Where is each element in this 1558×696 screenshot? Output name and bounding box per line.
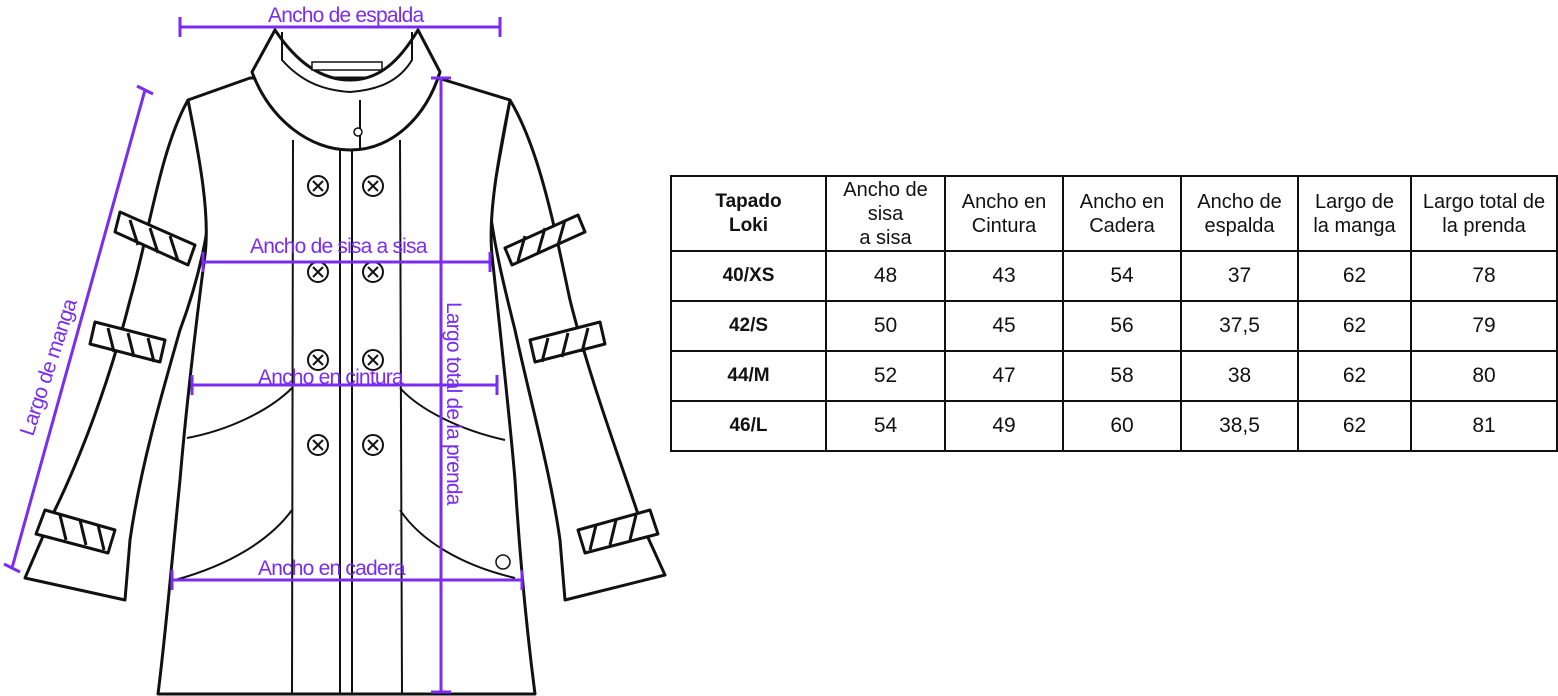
table-cell: 52	[825, 350, 946, 402]
coat-technical-sketch: Ancho de espalda Ancho de sisa a sisa An…	[3, 4, 667, 696]
table-cell: 43	[944, 250, 1064, 302]
brand-label	[311, 61, 383, 71]
label-largo-manga: Largo de manga	[16, 296, 82, 439]
table-cell: 78	[1410, 250, 1558, 302]
label-ancho-sisa: Ancho de sisa a sisa	[250, 235, 428, 258]
table-cell: 81	[1410, 400, 1558, 452]
table-cell: 37	[1180, 250, 1299, 302]
table-cell: 60	[1062, 400, 1182, 452]
label-ancho-espalda: Ancho de espalda	[268, 4, 424, 27]
table-cell: 38,5	[1180, 400, 1299, 452]
size-cell: 46/L	[670, 400, 827, 452]
table-cell: 79	[1410, 300, 1558, 352]
table-cell: 49	[944, 400, 1064, 452]
label-ancho-cintura: Ancho en cintura	[258, 366, 404, 389]
label-ancho-cadera: Ancho en cadera	[258, 557, 406, 580]
table-cell: 62	[1297, 250, 1412, 302]
table-cell: 38	[1180, 350, 1299, 402]
table-cell: 54	[825, 400, 946, 452]
table-row: 42/S 50 45 56 37,5 62 79	[670, 300, 1558, 352]
table-cell: 48	[825, 250, 946, 302]
table-cell: 47	[944, 350, 1064, 402]
left-sleeve-ruffles	[34, 210, 197, 555]
table-row: 46/L 54 49 60 38,5 62 81	[670, 400, 1558, 452]
size-cell: 40/XS	[670, 250, 827, 302]
label-largo-total: Largo total de la prenda	[442, 302, 465, 506]
table-cell: 62	[1297, 300, 1412, 352]
left-pocket	[174, 387, 293, 581]
table-cell: 54	[1062, 250, 1182, 302]
table-row: 40/XS 48 43 54 37 62 78	[670, 250, 1558, 302]
table-cell: 58	[1062, 350, 1182, 402]
table-cell: 56	[1062, 300, 1182, 352]
table-cell: 62	[1297, 350, 1412, 402]
size-cell: 44/M	[670, 350, 827, 402]
right-sleeve-ruffles	[503, 213, 660, 555]
collar-inner	[281, 32, 413, 94]
size-cell: 42/S	[670, 300, 827, 352]
table-cell: 62	[1297, 400, 1412, 452]
collar-button	[353, 127, 363, 137]
collar	[250, 28, 442, 152]
table-cell: 37,5	[1180, 300, 1299, 352]
table-cell: 50	[825, 300, 946, 352]
logo-tag	[495, 554, 511, 570]
table-cell: 45	[944, 300, 1064, 352]
right-pocket	[399, 387, 516, 579]
table-cell: 80	[1410, 350, 1558, 402]
table-row: 44/M 52 47 58 38 62 80	[670, 350, 1558, 402]
